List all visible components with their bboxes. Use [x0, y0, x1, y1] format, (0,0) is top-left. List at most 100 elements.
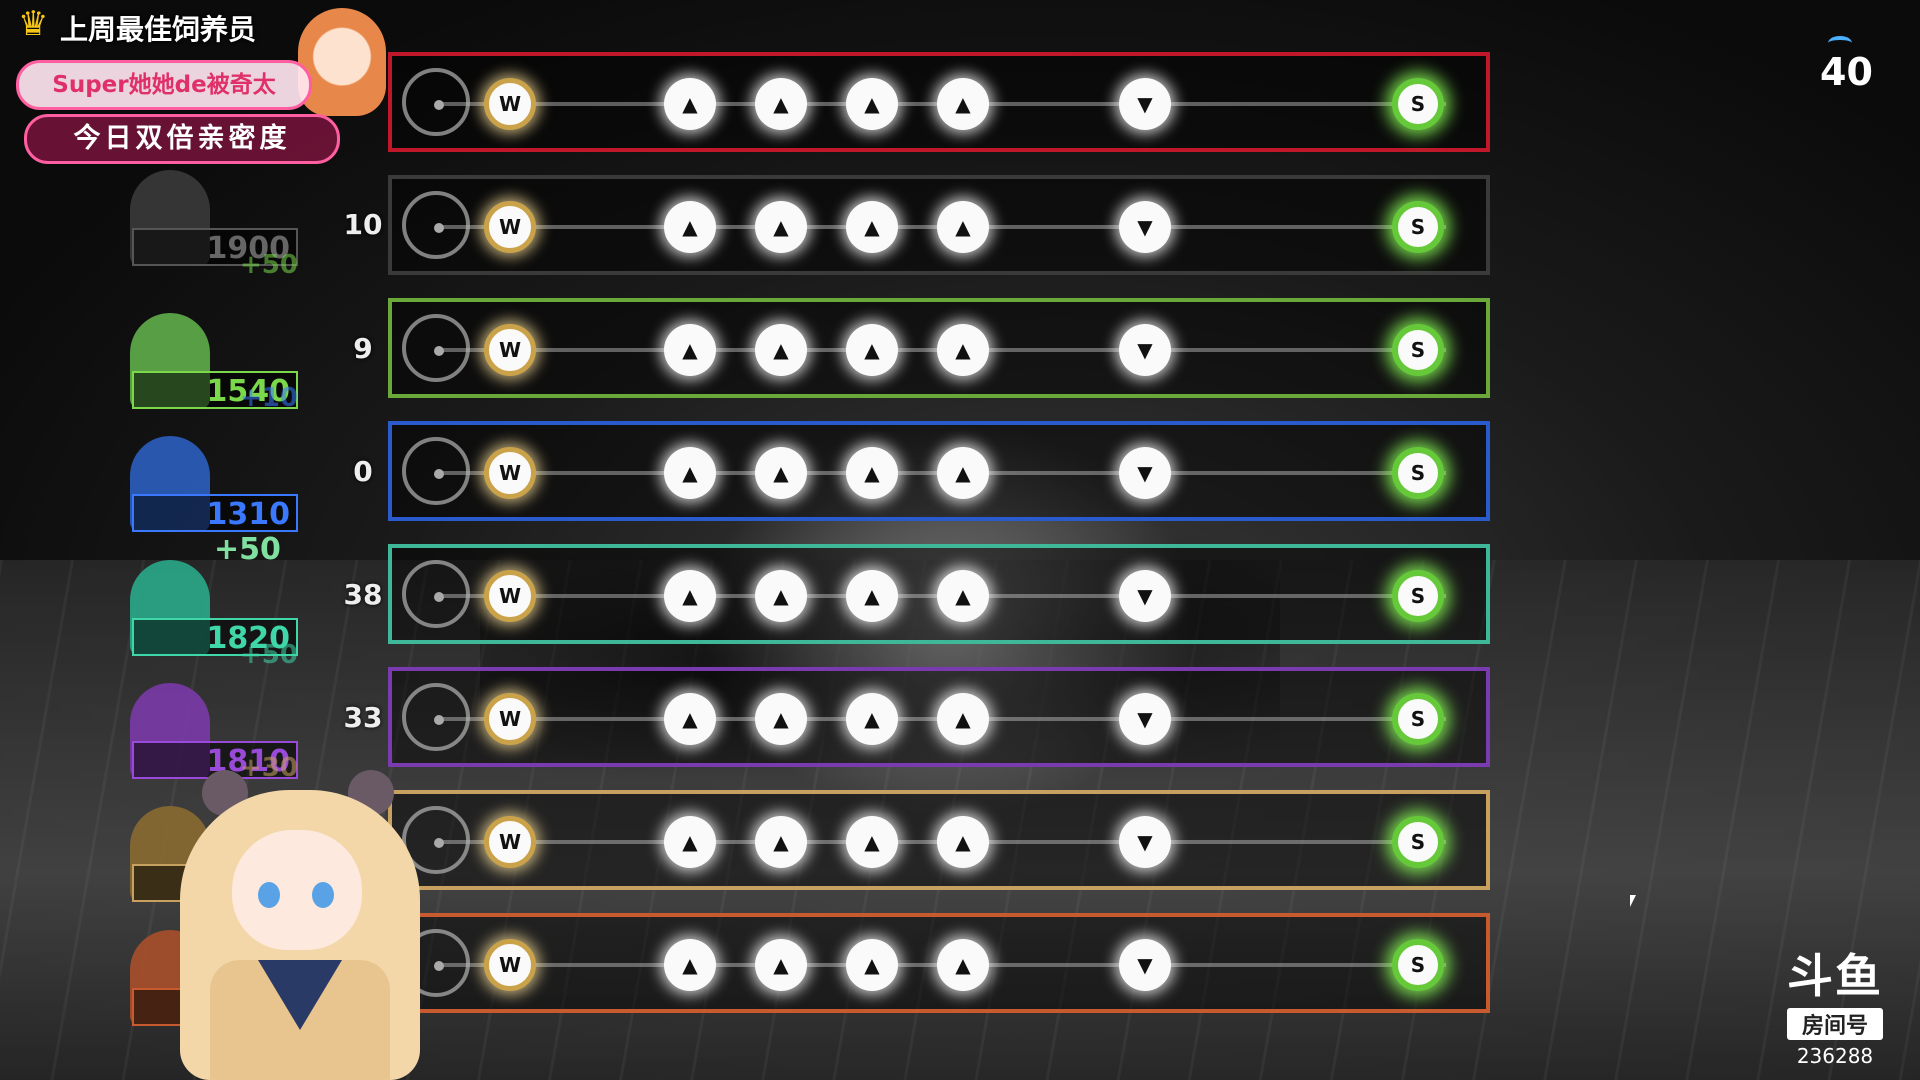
lane-1: W▲▲▲▲▼S [388, 52, 1490, 152]
note-up-icon: ▲ [937, 78, 989, 130]
note-w: W [484, 447, 536, 499]
hit-target-ring [402, 683, 470, 751]
best-feeder-banner: ♛ 上周最佳饲养员 Super她她de被奇太 今日双倍亲密度 [8, 2, 388, 167]
note-up-icon: ▲ [937, 693, 989, 745]
note-down-icon: ▼ [1119, 570, 1171, 622]
double-intimacy-banner: 今日双倍亲密度 [24, 114, 340, 164]
note-up-icon: ▲ [937, 324, 989, 376]
note-s: S [1392, 78, 1444, 130]
hit-target-dot [434, 715, 444, 725]
counter-value: 40 [1820, 50, 1873, 94]
vtuber-avatar [180, 770, 420, 1080]
lane-8: W ▲ ▲ ▲ ▲ ▼ S [388, 913, 1490, 1013]
note-s: S [1392, 939, 1444, 991]
player-bonus: +50 [240, 640, 298, 670]
note-w: W [484, 201, 536, 253]
note-down-icon: ▼ [1119, 939, 1171, 991]
player-3: 1310 [130, 436, 305, 536]
hit-target-ring [402, 314, 470, 382]
note-up-icon: ▲ [755, 78, 807, 130]
lane-7: W ▲ ▲ ▲ ▲ ▼ S [388, 790, 1490, 890]
note-up-icon: ▲ [755, 939, 807, 991]
logo-mark: 斗鱼 [1787, 949, 1883, 1003]
hit-target-dot [434, 961, 444, 971]
note-up-icon: ▲ [755, 447, 807, 499]
note-s: S [1392, 324, 1444, 376]
player-score: 1900 [132, 228, 298, 266]
note-down-icon: ▼ [1119, 324, 1171, 376]
note-up-icon: ▲ [664, 570, 716, 622]
vtuber-face [232, 830, 362, 950]
note-s: S [1392, 447, 1444, 499]
best-feeder-name: Super她她de被奇太 [16, 60, 312, 110]
room-label: 房间号 [1787, 1008, 1883, 1040]
note-up-icon: ▲ [755, 201, 807, 253]
note-up-icon: ▲ [937, 201, 989, 253]
note-up-icon: ▲ [846, 201, 898, 253]
note-up-icon: ▲ [664, 939, 716, 991]
lane-5: W▲▲▲▲▼S [388, 544, 1490, 644]
hit-target-ring [402, 437, 470, 505]
douyu-logo: 斗鱼 房间号 236288 [1780, 940, 1890, 1068]
note-w: W [484, 693, 536, 745]
hit-target-dot [434, 838, 444, 848]
note-w: W [484, 570, 536, 622]
hit-target-dot [434, 346, 444, 356]
note-up-icon: ▲ [664, 201, 716, 253]
lane-4: W▲▲▲▲▼S [388, 421, 1490, 521]
note-up-icon: ▲ [846, 570, 898, 622]
hit-target-ring [402, 806, 470, 874]
note-s: S [1392, 816, 1444, 868]
vtuber-eye-left [258, 882, 280, 908]
note-w: W [484, 324, 536, 376]
lane-number: 38 [343, 578, 383, 611]
player-2: 1540 +10 [130, 313, 305, 413]
note-up-icon: ▲ [846, 324, 898, 376]
note-up-icon: ▲ [846, 939, 898, 991]
note-up-icon: ▲ [755, 816, 807, 868]
note-up-icon: ▲ [937, 939, 989, 991]
player-bonus: +10 [240, 383, 298, 413]
crown-icon: ♛ [18, 4, 49, 44]
anime-girl-sticker [298, 8, 386, 116]
highlight-bonus: +50 [214, 532, 281, 567]
player-5: 1810 +30 [130, 683, 305, 783]
room-number: 236288 [1796, 1044, 1874, 1068]
note-up-icon: ▲ [937, 447, 989, 499]
hit-target-ring [402, 191, 470, 259]
note-up-icon: ▲ [846, 816, 898, 868]
lane-number: 33 [343, 701, 383, 734]
note-up-icon: ▲ [755, 324, 807, 376]
note-up-icon: ▲ [664, 78, 716, 130]
note-up-icon: ▲ [937, 816, 989, 868]
hit-target-ring [402, 68, 470, 136]
crowd-shadows [480, 520, 1280, 800]
note-s: S [1392, 693, 1444, 745]
player-4: 1820 +50 [130, 560, 305, 670]
note-w: W [484, 816, 536, 868]
note-w: W [484, 939, 536, 991]
lane-number: 9 [353, 332, 373, 365]
note-up-icon: ▲ [664, 324, 716, 376]
banner-title: 上周最佳饲养员 [60, 13, 257, 46]
player-score: 1810 [132, 741, 298, 779]
player-1: 1900 +50 [130, 170, 305, 280]
note-up-icon: ▲ [846, 78, 898, 130]
note-up-icon: ▲ [664, 816, 716, 868]
lane-3: W ▲ ▲ ▲ ▲ ▼ S [388, 298, 1490, 398]
lane-number: 0 [353, 455, 373, 488]
lane-6: W▲▲▲▲▼S [388, 667, 1490, 767]
note-down-icon: ▼ [1119, 693, 1171, 745]
note-down-icon: ▼ [1119, 78, 1171, 130]
player-score: 1540 [132, 371, 298, 409]
player-bonus: +50 [240, 250, 298, 280]
note-up-icon: ▲ [846, 447, 898, 499]
lane-2: W▲▲▲▲▼S [388, 175, 1490, 275]
note-up-icon: ▲ [937, 570, 989, 622]
note-up-icon: ▲ [664, 693, 716, 745]
note-down-icon: ▼ [1119, 201, 1171, 253]
hit-target-ring [402, 560, 470, 628]
note-down-icon: ▼ [1119, 816, 1171, 868]
note-s: S [1392, 570, 1444, 622]
note-up-icon: ▲ [664, 447, 716, 499]
